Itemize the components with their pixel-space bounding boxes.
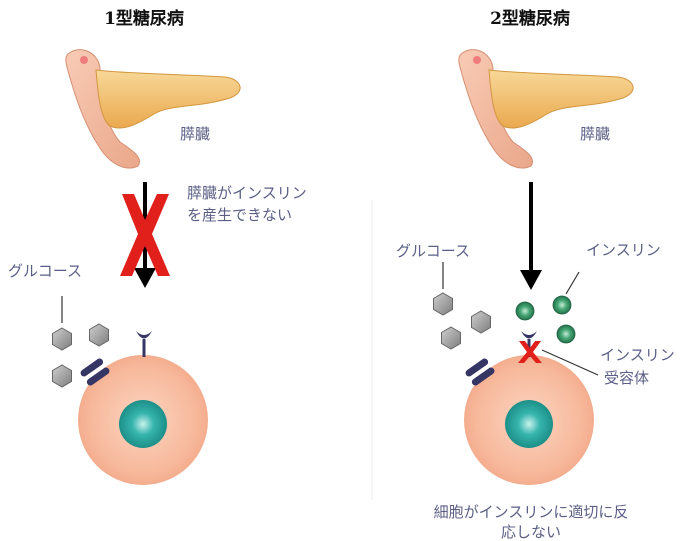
type2-caption-line1: 細胞がインスリンに適切に反 <box>434 503 629 521</box>
type2-caption-line2: 応しない <box>501 523 561 541</box>
type2-insulin-label: インスリン <box>586 241 661 259</box>
type2-receptor-line2: 受容体 <box>604 369 649 387</box>
cell-nucleus <box>119 400 167 448</box>
type1-note-line2: を産生できない <box>187 206 292 224</box>
type2-title: 2型糖尿病 <box>490 8 570 29</box>
type2-panel: 2型糖尿病 膵臓 グルコース インスリン インスリン 受容体 細胞がインスリンに… <box>396 8 675 541</box>
cell-nucleus <box>505 400 553 448</box>
type1-panel: 1型糖尿病 膵臓 膵臓がインスリン を産生できない グルコース <box>8 8 307 485</box>
type2-receptor-line1: インスリン <box>600 346 675 364</box>
pancreas-icon <box>459 50 633 168</box>
type1-note-line1: 膵臓がインスリン <box>187 184 307 202</box>
type2-pancreas-label: 膵臓 <box>580 125 610 143</box>
arrow-down-icon <box>520 182 542 290</box>
type2-glucose-label: グルコース <box>396 242 470 260</box>
type1-glucose-label: グルコース <box>8 262 82 280</box>
glucose-hexagon-icon <box>434 293 491 349</box>
insulin-pointer-line <box>566 272 579 294</box>
type1-pancreas-label: 膵臓 <box>180 125 210 143</box>
pancreas-icon <box>66 50 240 168</box>
insulin-receptor-icon <box>136 331 152 357</box>
type1-title: 1型糖尿病 <box>104 8 184 29</box>
